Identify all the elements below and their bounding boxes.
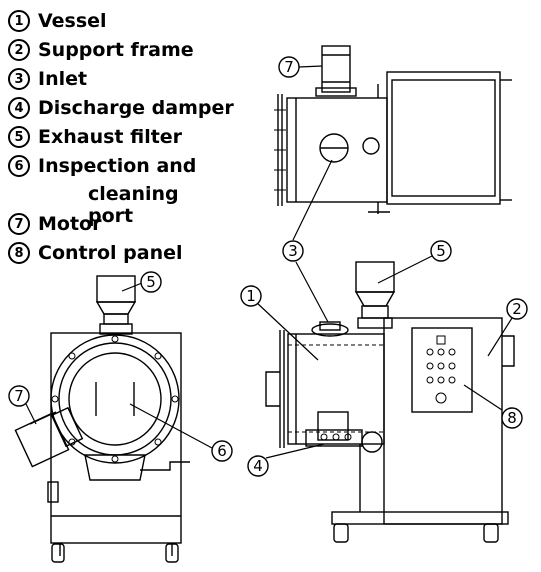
top-motor-body bbox=[321, 45, 351, 93]
front-motor bbox=[14, 406, 84, 468]
svg-text:8: 8 bbox=[507, 409, 517, 427]
legend-label: Control panel bbox=[38, 242, 183, 264]
side-control-panel bbox=[411, 327, 473, 413]
callout-control-panel: 8 bbox=[501, 407, 523, 429]
svg-text:7: 7 bbox=[14, 387, 24, 405]
legend-number: 6 bbox=[8, 155, 30, 177]
top-vessel bbox=[286, 97, 388, 203]
callout-front-filter: 5 bbox=[140, 271, 162, 293]
front-inspection-port bbox=[68, 352, 162, 446]
svg-text:3: 3 bbox=[288, 242, 298, 260]
front-vessel-flange bbox=[50, 334, 180, 464]
callout-inspection-port: 6 bbox=[211, 440, 233, 462]
leader-lines bbox=[25, 65, 513, 459]
legend-label-continuation: cleaning port bbox=[88, 183, 179, 227]
callout-front-motor: 7 bbox=[8, 385, 30, 407]
legend-item-vessel: 1 Vessel bbox=[8, 8, 107, 34]
front-filter bbox=[96, 275, 136, 303]
callout-discharge-damper: 4 bbox=[247, 455, 269, 477]
legend-label: Inspection and bbox=[38, 155, 197, 177]
side-filter bbox=[355, 261, 395, 293]
callout-support-frame: 2 bbox=[506, 298, 528, 320]
legend-item-motor: 7 Motor bbox=[8, 211, 101, 237]
legend-item-support-frame: 2 Support frame bbox=[8, 37, 194, 63]
svg-text:5: 5 bbox=[146, 273, 156, 291]
legend-label: Discharge damper bbox=[38, 97, 234, 119]
legend-item-discharge-damper: 4 Discharge damper bbox=[8, 95, 234, 121]
svg-text:6: 6 bbox=[217, 442, 227, 460]
callout-inlet: 3 bbox=[282, 240, 304, 262]
callouts: 7 3 5 1 2 8 4 5 bbox=[8, 56, 528, 477]
legend-item-inspection-port: 6 Inspection and bbox=[8, 153, 196, 179]
legend-label: Motor bbox=[38, 213, 102, 235]
legend-number: 3 bbox=[8, 68, 30, 90]
legend-number: 2 bbox=[8, 39, 30, 61]
top-frame bbox=[386, 71, 501, 205]
top-filter-port bbox=[362, 137, 380, 155]
svg-text:2: 2 bbox=[512, 300, 522, 318]
legend-item-control-panel: 8 Control panel bbox=[8, 240, 183, 266]
legend-number: 8 bbox=[8, 242, 30, 264]
svg-text:4: 4 bbox=[253, 457, 263, 475]
legend-label: Exhaust filter bbox=[38, 126, 183, 148]
side-view bbox=[265, 261, 515, 543]
callout-exhaust-filter: 5 bbox=[430, 240, 452, 262]
legend-label: Support frame bbox=[38, 39, 194, 61]
top-view bbox=[274, 45, 512, 214]
side-vessel bbox=[287, 333, 385, 445]
callout-vessel: 1 bbox=[240, 285, 262, 307]
legend-item-exhaust-filter: 5 Exhaust filter bbox=[8, 124, 182, 150]
legend-item-inlet: 3 Inlet bbox=[8, 66, 87, 92]
front-frame bbox=[50, 332, 182, 544]
side-damper bbox=[317, 411, 349, 441]
legend-number: 5 bbox=[8, 126, 30, 148]
callout-top-motor: 7 bbox=[278, 56, 300, 78]
side-frame bbox=[383, 317, 503, 525]
legend-label: Vessel bbox=[38, 10, 107, 32]
svg-text:5: 5 bbox=[436, 242, 446, 260]
legend-label: Inlet bbox=[38, 68, 88, 90]
svg-text:1: 1 bbox=[246, 287, 256, 305]
front-view bbox=[14, 275, 190, 563]
svg-text:7: 7 bbox=[284, 58, 294, 76]
side-inlet bbox=[311, 323, 349, 337]
legend-number: 1 bbox=[8, 10, 30, 32]
legend-number: 4 bbox=[8, 97, 30, 119]
legend-number: 7 bbox=[8, 213, 30, 235]
